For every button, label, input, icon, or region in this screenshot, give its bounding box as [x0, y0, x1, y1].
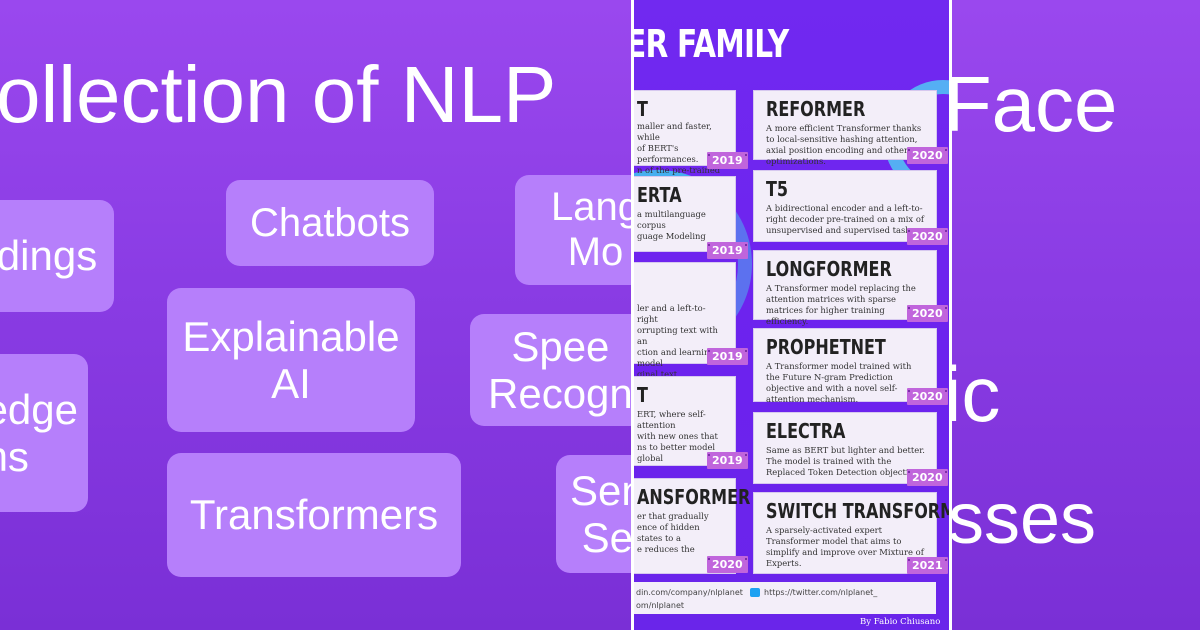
model-name: PROPHETNET [766, 335, 886, 359]
model-card-electra: ELECTRA Same as BERT but lighter and bet… [753, 412, 937, 484]
model-name: T [637, 383, 648, 407]
model-description: A bidirectional encoder and a left-to-ri… [766, 203, 924, 235]
pill-knowledge-graphs: edge hs [0, 354, 88, 512]
twitter-icon [750, 588, 760, 597]
model-description: A sparsely-activated expert Transformer … [766, 525, 924, 568]
model-description: a multilanguage corpus guage Modeling [637, 209, 706, 241]
model-card-switch-transformer: SWITCH TRANSFORMER A sparsely-activated … [753, 492, 949, 574]
model-description: Same as BERT but lighter and better. The… [766, 445, 925, 477]
model-name: ERTA [637, 183, 682, 207]
right-fragment-face: Face [944, 60, 1118, 148]
model-card: ANSFORMER er that gradually ence of hidd… [634, 478, 750, 574]
pill-chatbots: Chatbots [226, 180, 434, 266]
transformer-family-infographic: ER FAMILY T maller and faster, while of … [631, 0, 952, 630]
headline: ollection of NLP [0, 50, 557, 139]
model-name: REFORMER [766, 97, 866, 121]
pill-label: Chatbots [249, 200, 411, 245]
twitter-link[interactable]: https://twitter.com/nlplanet_ [764, 588, 878, 597]
pill-speech-recognition: Spee Recogn [470, 314, 660, 426]
year-badge: 2020 [907, 469, 948, 486]
pill-label: edge hs [0, 385, 78, 480]
author-credit: By Fabio Chiusano [860, 617, 941, 627]
model-description: ERT, where self-attention with new ones … [637, 409, 718, 463]
year-badge: 2019 [707, 242, 748, 259]
pill-label: dings [0, 232, 98, 280]
model-card: ler and a left-to-right orrupting text w… [634, 262, 736, 379]
model-description: A more efficient Transformer thanks to l… [766, 123, 922, 166]
linkedin-link[interactable]: din.com/company/nlplanet [636, 588, 743, 597]
pill-label: Explainable AI [182, 312, 400, 407]
model-name: SWITCH TRANSFORMER [766, 499, 949, 523]
year-badge: 2020 [907, 228, 948, 245]
model-description: A Transformer model trained with the Fut… [766, 361, 912, 404]
infographic-footer: din.com/company/nlplanet https://twitter… [634, 582, 936, 614]
model-description: A Transformer model replacing the attent… [766, 283, 916, 326]
year-badge: 2021 [907, 557, 948, 574]
pill-explainable-ai: Explainable AI [167, 288, 415, 432]
model-name: ELECTRA [766, 419, 846, 443]
pill-transformers: Transformers [167, 453, 461, 577]
model-card-t5: T5 A bidirectional encoder and a left-to… [753, 170, 937, 242]
model-name: ANSFORMER [637, 485, 751, 509]
right-fragment-ic: ic [944, 350, 1001, 438]
infographic-title: ER FAMILY [631, 22, 789, 66]
model-name: T5 [766, 177, 789, 201]
pill-label: Transformers [189, 491, 439, 539]
model-name: LONGFORMER [766, 257, 892, 281]
model-card: ERTA a multilanguage corpus guage Modeli… [634, 176, 736, 252]
year-badge: 2020 [907, 147, 948, 164]
model-description: ler and a left-to-right orrupting text w… [637, 303, 722, 379]
year-badge: 2020 [907, 388, 948, 405]
model-name: T [637, 97, 648, 121]
year-badge: 2019 [707, 452, 748, 469]
right-fragment-sses: sses [948, 479, 1097, 559]
pill-embeddings: dings [0, 200, 114, 312]
model-description: er that gradually ence of hidden states … [637, 511, 709, 554]
year-badge: 2019 [707, 152, 748, 169]
year-badge: 2020 [707, 556, 748, 573]
website-link[interactable]: om/nlplanet [636, 601, 685, 610]
model-card-reformer: REFORMER A more efficient Transformer th… [753, 90, 937, 166]
year-badge: 2019 [707, 348, 748, 365]
pill-label: Lang Mo [551, 185, 640, 274]
model-card-prophetnet: PROPHETNET A Transformer model trained w… [753, 328, 937, 404]
pill-label: Spee Recogn [488, 322, 633, 417]
model-card: T ERT, where self-attention with new one… [634, 376, 736, 466]
year-badge: 2020 [907, 305, 948, 322]
model-card-longformer: LONGFORMER A Transformer model replacing… [753, 250, 937, 326]
